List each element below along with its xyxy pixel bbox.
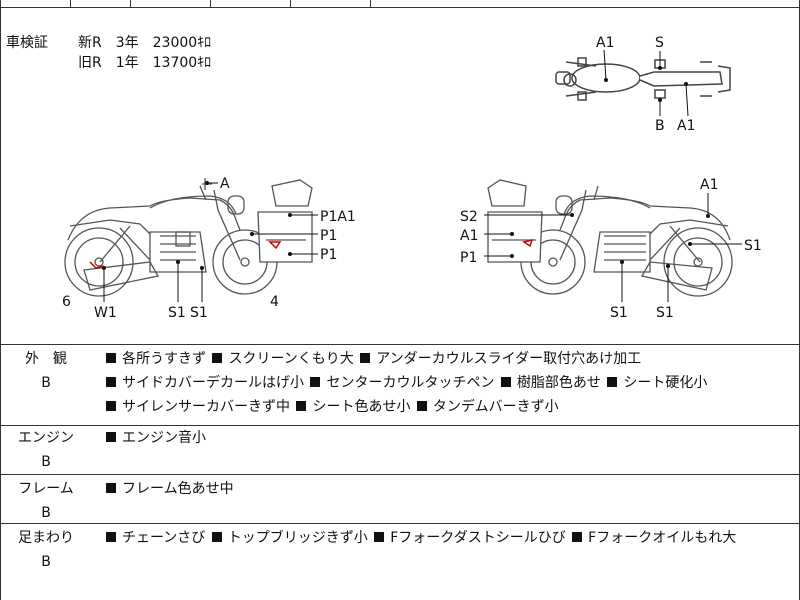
header-cell: [0, 0, 71, 7]
bullet-square-icon: [106, 532, 116, 542]
header-cell: [70, 0, 131, 7]
inspection-new-line: 新R 3年 23000ｷﾛ: [78, 35, 212, 51]
bullet-square-icon: [360, 353, 371, 363]
section-title: 足まわり: [18, 530, 74, 546]
bullet-square-icon: [106, 432, 116, 442]
section-title: エンジン: [18, 430, 74, 446]
section-items: チェーンさび トップブリッジきず小 Fフォークダストシールひび Fフォークオイル…: [104, 526, 794, 550]
top-view-labels: A1 S B A1: [596, 35, 695, 134]
right-view-bike: [520, 185, 733, 297]
diagram-label: A: [220, 176, 230, 192]
diagram-label: P1: [320, 228, 337, 244]
diagram-label: P1: [320, 247, 337, 263]
section-title: フレーム: [18, 481, 74, 497]
section-suspension: 足まわり B チェーンさび トップブリッジきず小 Fフォークダストシールひび F…: [0, 524, 800, 600]
section-frame: フレーム B フレーム色あせ中: [0, 475, 800, 524]
left-view-labels: A P1A1 P1 P1 6 4 W1 S1 S1: [62, 176, 356, 321]
list-item: 樹脂部色あせ: [499, 375, 601, 391]
bullet-square-icon: [106, 353, 116, 363]
diagram-label: S2: [460, 209, 478, 225]
diagram-label: P1A1: [320, 209, 356, 225]
section-grade: B: [41, 375, 51, 391]
section-label: エンジン B: [0, 426, 92, 474]
bullet-square-icon: [106, 483, 116, 493]
diagram-label: A1: [596, 35, 614, 51]
list-item: シート色あせ小: [294, 399, 410, 415]
list-item: Fフォークオイルもれ大: [570, 530, 736, 546]
list-item: タンデムバーきず小: [415, 399, 559, 415]
bullet-square-icon: [500, 377, 511, 387]
right-view-saddlebag: [487, 179, 543, 263]
list-item: フレーム色あせ中: [104, 481, 234, 497]
diagram-label: A1: [460, 228, 478, 244]
top-view-bike: [555, 57, 731, 101]
diagram-label: S: [655, 35, 664, 51]
section-grade: B: [41, 454, 51, 470]
section-items: 各所うすきず スクリーンくもり大 アンダーカウルスライダー取付穴あけ加工 サイド…: [104, 347, 794, 419]
section-engine: エンジン B エンジン音小: [0, 426, 800, 475]
section-items: エンジン音小: [104, 426, 794, 450]
bullet-square-icon: [572, 532, 583, 542]
list-item: アンダーカウルスライダー取付穴あけ加工: [358, 351, 641, 367]
diagram-label: B: [655, 118, 665, 134]
header-cell: [130, 0, 211, 7]
list-item: エンジン音小: [104, 430, 206, 446]
inspection-old-line: 旧R 1年 13700ｷﾛ: [78, 55, 212, 71]
motorcycle-diagram: A1 S B A1 A: [62, 35, 762, 321]
inspection-title: 車検証: [6, 35, 48, 51]
diagram-label: 6: [62, 294, 71, 310]
list-item: Fフォークダストシールひび: [372, 530, 566, 546]
left-view-saddlebag: [257, 179, 313, 263]
list-item: スクリーンくもり大: [210, 351, 354, 367]
bullet-square-icon: [106, 377, 116, 387]
bullet-square-icon: [310, 377, 321, 387]
list-item: サイレンサーカバーきず中: [104, 399, 290, 415]
section-items: フレーム色あせ中: [104, 477, 794, 501]
bullet-square-icon: [374, 532, 385, 542]
list-item: トップブリッジきず小: [210, 530, 368, 546]
diagram-label: S1: [168, 305, 186, 321]
diagram-label: S1: [610, 305, 628, 321]
bullet-square-icon: [607, 377, 618, 387]
section-label: 外 観 B: [0, 347, 92, 395]
diagram-label: S1: [744, 238, 762, 254]
bullet-square-icon: [296, 401, 307, 411]
right-view-labels: A1 S2 A1 P1 S1 S1 S1: [460, 177, 762, 321]
left-view-bike: [64, 178, 278, 297]
bullet-square-icon: [212, 353, 223, 363]
diagram-label: A1: [700, 177, 718, 193]
list-item: サイドカバーデカールはげ小: [104, 375, 304, 391]
bullet-square-icon: [416, 401, 427, 411]
diagram-label: P1: [460, 250, 477, 266]
header-cell: [290, 0, 371, 7]
section-label: 足まわり B: [0, 526, 92, 574]
list-item: シート硬化小: [605, 375, 707, 391]
diagram-label: S1: [190, 305, 208, 321]
section-exterior: 外 観 B 各所うすきず スクリーンくもり大 アンダーカウルスライダー取付穴あけ…: [0, 345, 800, 426]
section-label: フレーム B: [0, 477, 92, 525]
section-grade: B: [41, 505, 51, 521]
header-cell: [210, 0, 291, 7]
section-title: 外 観: [25, 351, 67, 367]
diagram-label: S1: [656, 305, 674, 321]
header-strip: [0, 0, 800, 8]
diagram-label: W1: [94, 305, 117, 321]
section-grade: B: [41, 554, 51, 570]
list-item: チェーンさび: [104, 530, 205, 546]
bullet-square-icon: [106, 401, 116, 411]
diagram-label: A1: [677, 118, 695, 134]
list-item: センターカウルタッチペン: [308, 375, 494, 391]
damage-diagram-area: [0, 8, 800, 345]
diagram-label: 4: [270, 294, 279, 310]
list-item: 各所うすきず: [104, 351, 206, 367]
bullet-square-icon: [211, 532, 222, 542]
